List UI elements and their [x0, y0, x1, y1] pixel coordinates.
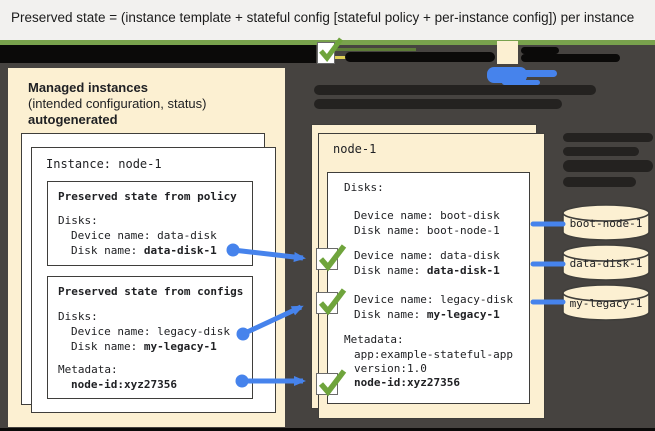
bottom-border	[0, 428, 655, 431]
redacted-bar	[0, 45, 316, 63]
redacted-bar	[563, 177, 636, 187]
redacted-bar	[314, 85, 596, 95]
device-name-line: Device name: data-disk	[354, 249, 500, 262]
device-name-line: Device name: boot-disk	[354, 209, 500, 222]
blue-scribble	[497, 70, 557, 77]
device-name-line: Device name: legacy-disk	[71, 325, 230, 338]
check-icon	[319, 37, 344, 63]
metadata-label: Metadata:	[344, 333, 404, 346]
configs-box-title: Preserved state from configs	[58, 285, 244, 298]
disk-label: boot-node-1	[569, 217, 643, 230]
disk-name-line: Disk name: my-legacy-1	[354, 308, 500, 321]
metadata-label: Metadata:	[58, 363, 118, 376]
disk-cylinder-icon	[562, 244, 650, 281]
metadata-line: version:1.0	[354, 362, 427, 375]
checkmark-box-data-disk	[316, 244, 347, 272]
redacted-bar	[563, 133, 653, 142]
yellow-accent-dash	[333, 56, 347, 59]
disk-cylinder-icon	[562, 284, 650, 321]
instance-card: Instance: node-1 Preserved state from po…	[31, 147, 276, 413]
policy-box-title: Preserved state from policy	[58, 190, 237, 203]
check-icon	[318, 244, 347, 272]
checkmark-box-legacy-disk	[316, 288, 347, 316]
check-icon	[318, 288, 347, 316]
green-accent-line	[334, 48, 416, 51]
blue-scribble	[502, 80, 540, 85]
disk-cylinder-boot: boot-node-1	[560, 203, 652, 241]
disks-label: Disks:	[344, 181, 384, 194]
managed-instances-panel: Managed instances (intended configuratio…	[8, 68, 285, 427]
configs-state-box: Preserved state from configs Disks: Devi…	[47, 276, 253, 399]
disks-label: Disks:	[58, 214, 98, 227]
redacted-scribble	[521, 54, 620, 62]
disk-name-line: Disk name: data-disk-1	[354, 264, 500, 277]
instance-card-title: Instance: node-1	[46, 157, 162, 171]
panel-heading-sub2: autogenerated	[28, 112, 118, 127]
redacted-bar	[314, 99, 562, 109]
banner-title: Preserved state = (instance template + s…	[11, 10, 635, 25]
disk-label: data-disk-1	[569, 257, 643, 270]
disks-label: Disks:	[58, 310, 98, 323]
redacted-bar	[563, 160, 653, 172]
redacted-scribble	[521, 47, 559, 54]
disk-name-line: Disk name: boot-node-1	[354, 224, 500, 237]
checkmark-box	[317, 37, 344, 64]
disk-cylinder-legacy: my-legacy-1	[560, 283, 652, 321]
disk-label: my-legacy-1	[569, 297, 643, 310]
device-name-line: Device name: legacy-disk	[354, 293, 513, 306]
check-icon	[318, 369, 347, 397]
vm-detail-box: Disks: Device name: boot-disk Disk name:…	[327, 172, 530, 404]
device-name-line: Device name: data-disk	[71, 229, 217, 242]
redacted-bar	[563, 147, 639, 156]
metadata-value: node-id:xyz27356	[71, 378, 177, 391]
vm-panel-title: node-1	[333, 142, 377, 156]
metadata-line: app:example-stateful-app	[354, 348, 513, 361]
banner: Preserved state = (instance template + s…	[0, 0, 655, 40]
policy-state-box: Preserved state from policy Disks: Devic…	[47, 181, 253, 266]
panel-heading-sub: (intended configuration, status)	[28, 96, 207, 111]
checkmark-box-metadata	[316, 369, 347, 397]
disk-cylinder-icon	[562, 204, 650, 241]
template-mini-box	[497, 41, 518, 64]
panel-heading-title: Managed instances	[28, 80, 148, 95]
redacted-bar	[345, 52, 495, 62]
panel-heading: Managed instances (intended configuratio…	[28, 80, 207, 128]
disk-name-line: Disk name: my-legacy-1	[71, 340, 217, 353]
disk-cylinder-data: data-disk-1	[560, 243, 652, 281]
disk-name-line: Disk name: data-disk-1	[71, 244, 217, 257]
metadata-line-bold: node-id:xyz27356	[354, 376, 460, 389]
